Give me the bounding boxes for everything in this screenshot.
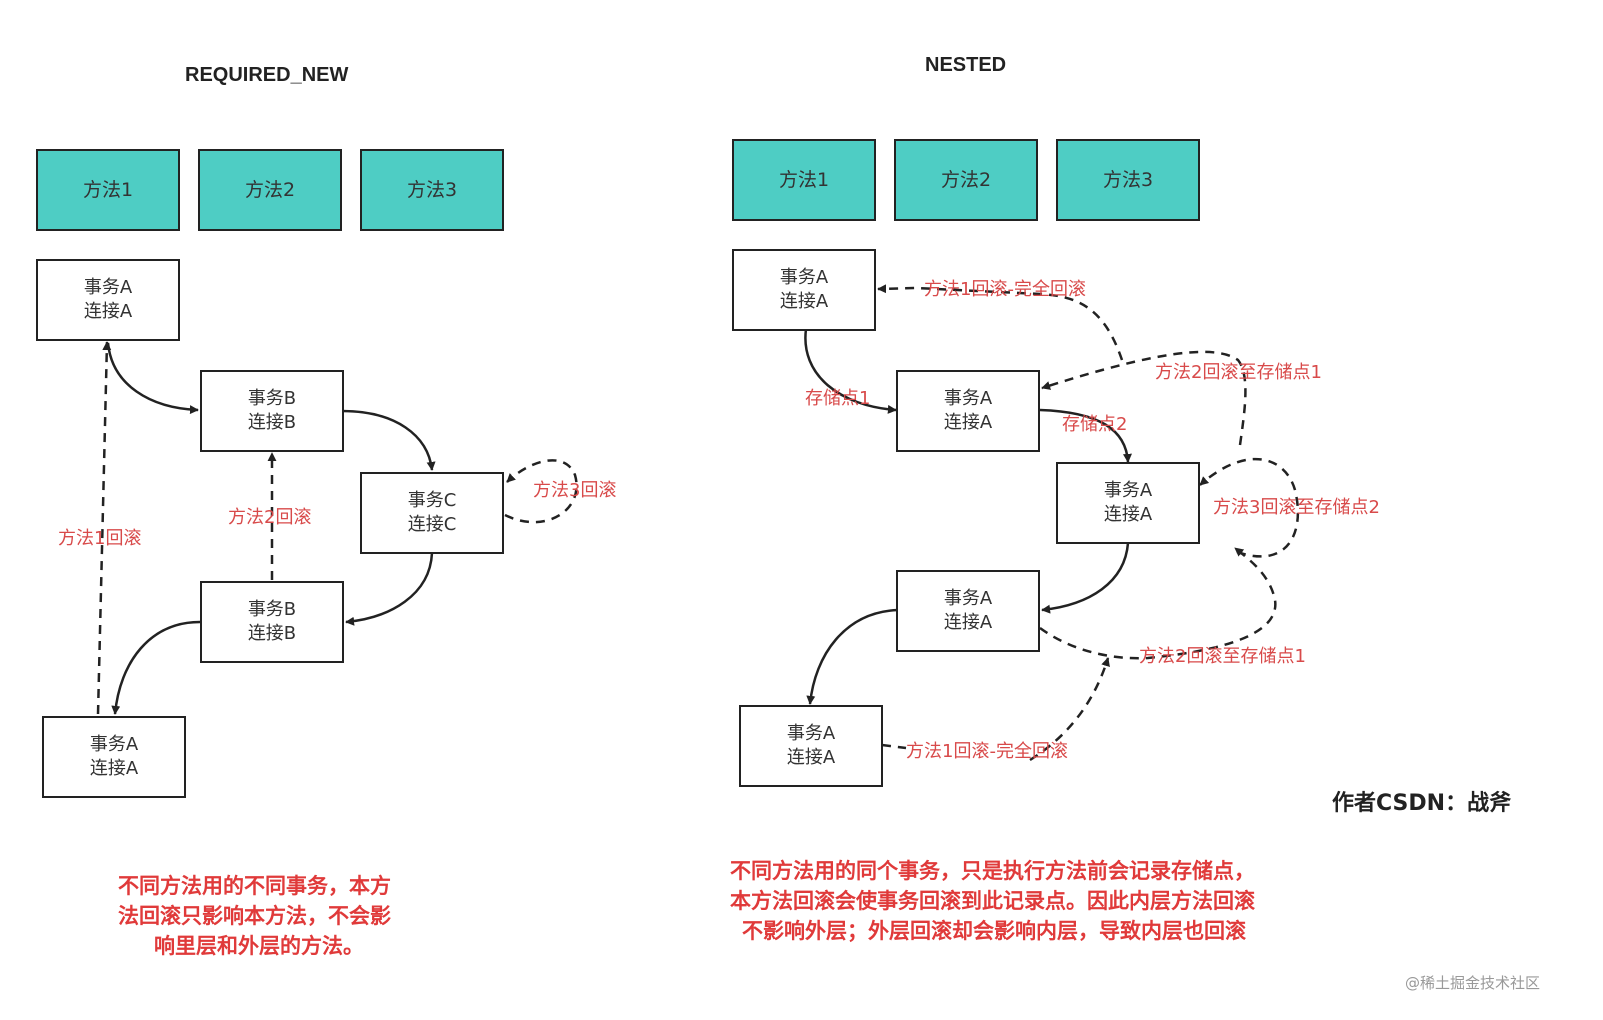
left-note-line-1: 不同方法用的不同事务，本方	[118, 874, 391, 898]
left-method-1: 方法1	[36, 149, 180, 231]
edge-to-sp1-bottom	[1039, 547, 1277, 660]
right-method-2-label: 方法2	[940, 169, 992, 191]
right-label-savepoint-1: 存储点1	[805, 388, 871, 409]
right-node-2: 事务A 连接A	[896, 370, 1040, 452]
left-method-2: 方法2	[198, 149, 342, 231]
right-label-rollback-to-sp2: 方法3回滚至存储点2	[1213, 497, 1380, 518]
node-line1: 事务B	[247, 599, 297, 620]
left-node-a1: 事务A 连接A	[36, 259, 180, 341]
left-note-line-2: 法回滚只影响本方法，不会影	[118, 904, 391, 928]
right-label-full-rollback-bottom: 方法1回滚-完全回滚	[906, 741, 1068, 762]
right-title: NESTED	[925, 54, 1007, 76]
right-note: 不同方法用的同个事务，只是执行方法前会记录存储点， 本方法回滚会使事务回滚到此记…	[730, 856, 1255, 946]
watermark: @稀土掘金技术社区	[1405, 974, 1541, 992]
edge-b2-a2	[111, 620, 201, 715]
left-node-c1: 事务C 连接C	[360, 472, 504, 554]
node-line1: 事务A	[1103, 480, 1153, 501]
left-label-m2-rollback: 方法2回滚	[228, 507, 312, 528]
right-node-1: 事务A 连接A	[732, 249, 876, 331]
left-method-3: 方法3	[360, 149, 504, 231]
node-line2: 连接C	[407, 514, 457, 535]
left-title: REQUIRED_NEW	[185, 64, 349, 86]
left-node-b1: 事务B 连接B	[200, 370, 344, 452]
node-line1: 事务A	[89, 734, 139, 755]
node-line2: 连接A	[1103, 504, 1153, 525]
right-method-1: 方法1	[732, 139, 876, 221]
right-note-line-3: 不影响外层；外层回滚却会影响内层，导致内层也回滚	[742, 919, 1246, 943]
edge-a1-b1	[106, 342, 199, 415]
node-line1: 事务A	[786, 723, 836, 744]
edge-n3-n4	[1041, 542, 1130, 614]
node-line1: 事务A	[943, 588, 993, 609]
edge-n1-n2	[804, 328, 897, 414]
right-label-rollback-to-sp1-bottom: 方法2回滚至存储点1	[1139, 646, 1306, 667]
left-label-m1-rollback: 方法1回滚	[58, 528, 142, 549]
node-line2: 连接A	[943, 612, 993, 633]
left-note: 不同方法用的不同事务，本方 法回滚只影响本方法，不会影 响里层和外层的方法。	[118, 871, 391, 961]
right-node-5: 事务A 连接A	[739, 705, 883, 787]
node-line2: 连接A	[786, 747, 836, 768]
edge-n2-n3	[1039, 408, 1132, 463]
node-line2: 连接A	[943, 412, 993, 433]
edge-b1-c1	[341, 409, 436, 471]
right-note-line-2: 本方法回滚会使事务回滚到此记录点。因此内层方法回滚	[730, 889, 1255, 913]
right-method-2: 方法2	[894, 139, 1038, 221]
node-line1: 事务C	[407, 490, 457, 511]
edge-to-sp2	[1199, 457, 1300, 558]
left-method-2-label: 方法2	[244, 179, 296, 201]
right-label-savepoint-2: 存储点2	[1062, 414, 1128, 435]
right-label-full-rollback-top: 方法1回滚-完全回滚	[924, 279, 1086, 300]
right-method-3: 方法3	[1056, 139, 1200, 221]
left-method-3-label: 方法3	[406, 179, 458, 201]
edge-to-sp1-top	[1041, 350, 1247, 446]
right-node-3: 事务A 连接A	[1056, 462, 1200, 544]
left-label-m3-rollback: 方法3回滚	[533, 480, 617, 501]
node-line2: 连接B	[247, 412, 297, 433]
right-label-rollback-to-sp1-top: 方法2回滚至存储点1	[1155, 362, 1322, 383]
edge-rollback-m1	[96, 341, 112, 715]
left-note-line-3: 响里层和外层的方法。	[154, 934, 364, 958]
node-line2: 连接A	[779, 291, 829, 312]
edge-c1-b2	[345, 552, 434, 626]
left-method-1-label: 方法1	[82, 179, 134, 201]
right-method-1-label: 方法1	[778, 169, 830, 191]
edge-n4-n5	[806, 608, 899, 705]
node-line2: 连接A	[89, 758, 139, 779]
right-node-4: 事务A 连接A	[896, 570, 1040, 652]
node-line2: 连接A	[83, 301, 133, 322]
node-line1: 事务B	[247, 388, 297, 409]
node-line1: 事务A	[779, 267, 829, 288]
node-line1: 事务A	[83, 277, 133, 298]
right-method-3-label: 方法3	[1102, 169, 1154, 191]
edge-full-top	[877, 284, 1124, 361]
author-credit: 作者CSDN：战斧	[1332, 791, 1512, 816]
node-line1: 事务A	[943, 388, 993, 409]
edge-rollback-m3	[504, 459, 578, 524]
right-note-line-1: 不同方法用的同个事务，只是执行方法前会记录存储点，	[730, 859, 1255, 883]
edge-full-bottom	[881, 658, 1108, 762]
node-line2: 连接B	[247, 623, 297, 644]
left-node-b2: 事务B 连接B	[200, 581, 344, 663]
left-node-a2: 事务A 连接A	[42, 716, 186, 798]
